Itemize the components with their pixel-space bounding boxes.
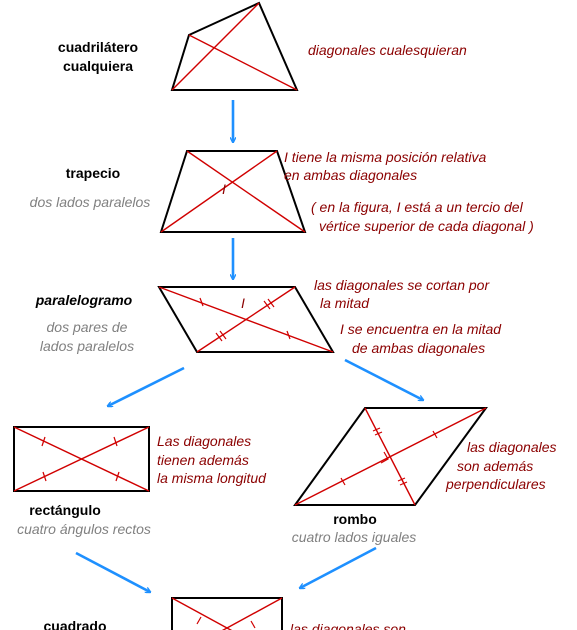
intersection-point-label: I xyxy=(241,295,245,311)
note-line-1: diagonales cualesquieran xyxy=(308,42,467,58)
node-cuadrilatero: cuadrilátero cualquiera diagonales cuale… xyxy=(58,1,467,91)
tick-mark xyxy=(397,477,406,482)
node-subtitle-line-1: dos pares de xyxy=(47,319,128,335)
diagonal-1 xyxy=(186,150,306,233)
arrow-down-right-icon xyxy=(75,551,150,592)
tick-mark xyxy=(374,431,383,436)
note-extra-line-2: vértice superior de cada diagonal ) xyxy=(319,218,534,234)
note-line-2: la mitad xyxy=(320,295,370,311)
tick-mark xyxy=(199,297,204,307)
node-title: trapecio xyxy=(66,165,120,181)
tick-mark xyxy=(340,477,346,486)
intersection-point-label: I xyxy=(222,181,226,197)
note-line-1: las diagonales xyxy=(467,439,557,455)
node-subtitle-line-2: lados paralelos xyxy=(40,338,134,354)
node-title-line-1: cuadrilátero xyxy=(58,39,138,55)
tick-mark xyxy=(286,330,291,340)
diagonal-2 xyxy=(13,426,150,492)
node-title: rombo xyxy=(333,511,377,527)
arrow-down-right-icon xyxy=(344,358,423,400)
node-title: paralelogramo xyxy=(35,292,133,308)
tick-mark xyxy=(215,332,223,342)
note-line-1: las diagonales se cortan por xyxy=(314,277,490,293)
diagonal-2 xyxy=(221,597,283,630)
note-extra-line-1: I se encuentra en la mitad xyxy=(340,321,502,337)
node-paralelogramo: I paralelogramo dos pares de lados paral… xyxy=(35,277,503,356)
diagonal-1 xyxy=(188,34,298,91)
node-trapecio: I trapecio dos lados paralelos I tiene l… xyxy=(30,149,534,234)
right-angle-mark xyxy=(380,451,389,464)
node-title: cuadrado xyxy=(43,618,106,630)
node-title: rectángulo xyxy=(29,502,101,518)
note-line-2: tienen además xyxy=(157,452,249,468)
tick-mark xyxy=(432,430,438,439)
tick-mark xyxy=(372,427,381,432)
note-extra-line-2: de ambas diagonales xyxy=(352,340,485,356)
node-subtitle: dos lados paralelos xyxy=(30,194,151,210)
node-rectangulo: rectángulo cuatro ángulos rectos Las dia… xyxy=(13,426,267,537)
tick-mark xyxy=(219,330,227,340)
tick-mark xyxy=(113,436,118,447)
node-subtitle: cuatro ángulos rectos xyxy=(17,521,151,537)
note-line-3: perpendiculares xyxy=(445,476,546,492)
square-shape xyxy=(171,597,283,630)
note-line-1: Las diagonales xyxy=(157,433,251,449)
note-line-3: la misma longitud xyxy=(157,470,267,486)
note-line-1: las diagonales son xyxy=(290,621,406,630)
diagonal-2 xyxy=(171,2,260,91)
tick-mark xyxy=(41,436,46,447)
node-title-line-2: cualquiera xyxy=(63,58,133,74)
tick-mark xyxy=(399,481,408,486)
arrow-down-left-icon xyxy=(300,546,377,588)
tick-mark xyxy=(263,300,271,310)
node-subtitle: cuatro lados iguales xyxy=(292,529,417,545)
node-cuadrado: cuadrado las diagonales son xyxy=(43,597,406,630)
quadrilateral-shape xyxy=(170,1,299,91)
note-extra-line-1: ( en la figura, I está a un tercio del xyxy=(311,199,524,215)
tick-mark xyxy=(42,471,47,482)
diagonal-2 xyxy=(160,150,278,233)
tick-mark xyxy=(250,620,256,629)
tick-mark xyxy=(115,471,120,482)
tick-mark xyxy=(196,616,202,625)
node-rombo: rombo cuatro lados iguales las diagonale… xyxy=(292,407,557,545)
diagonal-2 xyxy=(196,286,296,353)
arrow-down-left-icon xyxy=(108,366,185,406)
note-line-1: I tiene la misma posición relativa xyxy=(284,149,487,165)
note-line-2: en ambas diagonales xyxy=(284,167,417,183)
note-line-2: son además xyxy=(457,458,533,474)
diagonal-2 xyxy=(364,407,416,506)
tick-mark xyxy=(267,298,275,308)
